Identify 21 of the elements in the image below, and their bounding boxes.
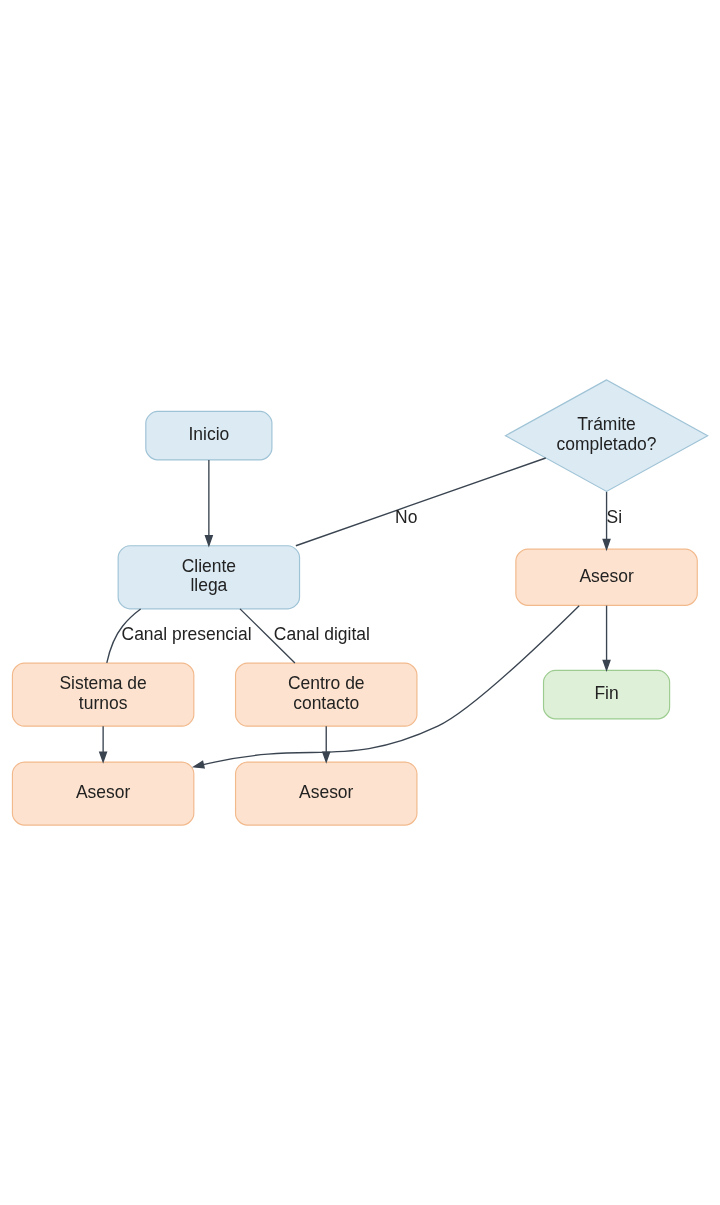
edge-label: Canal presencial (121, 624, 252, 645)
edge-label: Si (606, 506, 623, 527)
connector (239, 608, 296, 664)
node-box: Cliente llega (117, 545, 301, 610)
node-box: Fin (542, 669, 671, 720)
connector (106, 608, 142, 664)
node-box: Sistema de turnos (11, 662, 195, 727)
arrow (602, 604, 611, 673)
node-box: Asesor (515, 548, 698, 606)
node-box: Asesor (11, 761, 195, 826)
node-box: Inicio (145, 410, 273, 461)
arrow (204, 459, 214, 548)
arrow (98, 725, 108, 764)
node-box: Centro de contacto (234, 662, 418, 727)
node-diamond: Trámite completado? (504, 379, 709, 493)
arrow (602, 491, 611, 552)
edge-label: No (395, 506, 418, 527)
edge-label: Canal digital (273, 624, 370, 645)
connector (295, 457, 547, 547)
arrow (191, 605, 580, 769)
node-box: Asesor (234, 761, 418, 826)
